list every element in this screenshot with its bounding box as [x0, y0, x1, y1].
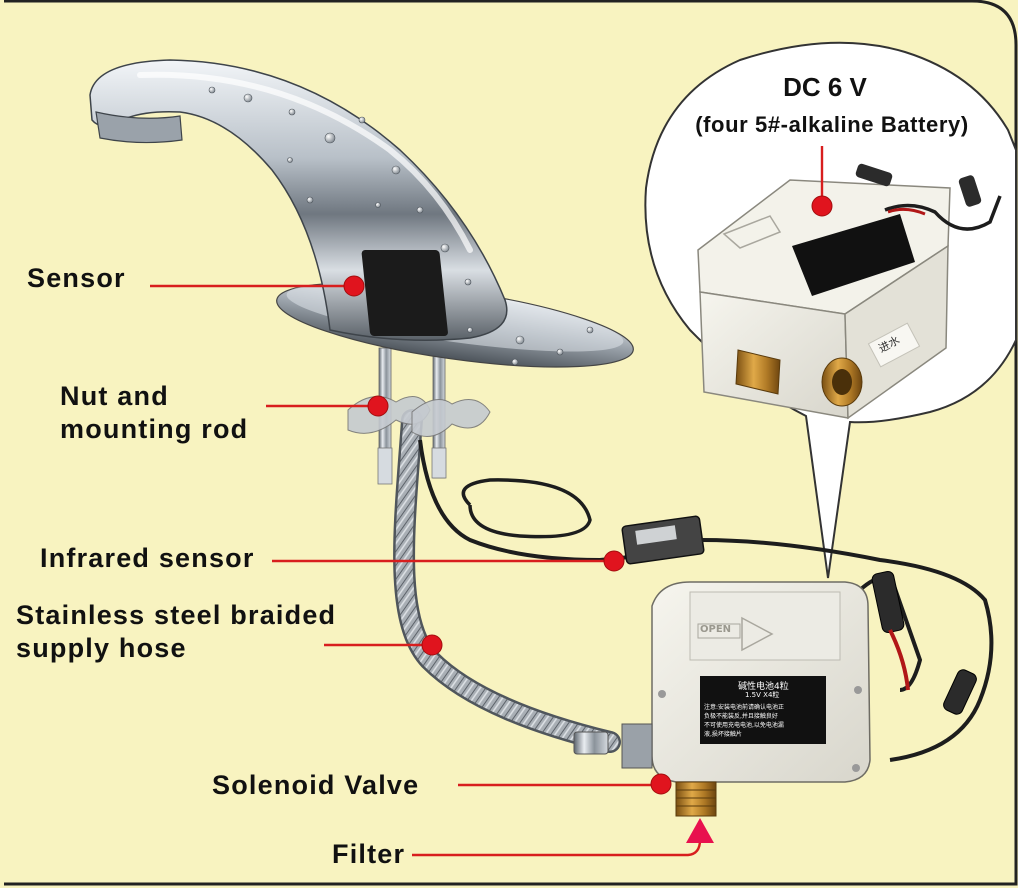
battery-box-open-text: OPEN [700, 624, 732, 635]
label-filter: Filter [332, 839, 406, 869]
battery-label [700, 676, 826, 744]
hose-ferrule [573, 731, 609, 755]
marker-battery [811, 195, 833, 217]
battery-box-cn-note-1: 注意:安装电池前请确认电池正 [704, 704, 785, 711]
label-solenoid-valve: Solenoid Valve [212, 770, 420, 800]
label-nut-line-2: mounting rod [60, 414, 249, 444]
battery-box-cn-note-2: 负极不能装反,并且接触良好 [704, 713, 778, 720]
callout-battery-spec: (four 5#-alkaline Battery) [695, 112, 969, 137]
sensor-window [361, 250, 448, 336]
label-markers [343, 195, 833, 795]
label-infrared-sensor: Infrared sensor [40, 543, 255, 573]
marker-infrared [603, 550, 625, 572]
label-sensor: Sensor [27, 263, 126, 293]
battery-box-cn-spec: 1.5V X4粒 [745, 691, 780, 699]
sensor-cable [418, 439, 641, 563]
callout-cable [884, 195, 1002, 231]
marker-nut [367, 395, 389, 417]
label-hose-line-2: supply hose [16, 633, 187, 663]
control-cable [701, 538, 994, 762]
marker-sensor [343, 275, 365, 297]
callout-inlet-fitting [735, 349, 781, 395]
valve-outlet [675, 781, 717, 817]
callout-voltage: DC 6 V [783, 72, 867, 102]
marker-solenoid [650, 773, 672, 795]
filter-arrow [686, 818, 714, 843]
battery-box-cn-note-4: 液,损坏接触片 [704, 731, 742, 738]
wing-nut-right [411, 399, 491, 437]
valve-inlet [621, 723, 653, 769]
cable-connector-black [943, 669, 977, 715]
battery-box-cn-title: 碱性电池4粒 [738, 682, 789, 692]
water-droplets [208, 86, 594, 366]
panel-border [4, 0, 1018, 886]
battery-box-cn-note-3: 不可使用充电电池,以免电池漏 [704, 722, 784, 729]
marker-hose [421, 634, 443, 656]
label-hose-line-1: Stainless steel braided [16, 600, 337, 630]
faucet-spout-tip [95, 111, 183, 144]
label-nut-line-1: Nut and [60, 381, 169, 411]
cable-connector-red [871, 570, 905, 634]
